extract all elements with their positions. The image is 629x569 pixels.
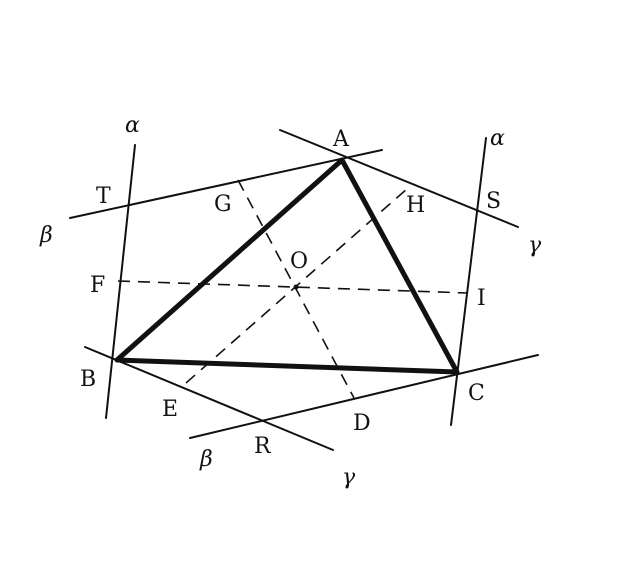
label-i: I [477,286,486,311]
dashed-line-fi [117,280,469,294]
label-d: D [353,411,371,436]
label-alpha-right: α [490,126,505,151]
line-alpha-right [450,137,487,426]
label-gamma-right: γ [528,233,542,258]
label-r: R [254,434,272,459]
label-c: C [468,381,485,406]
label-gamma-bottom: γ [342,465,356,490]
line-beta-bottom [189,354,539,439]
line-beta-top [69,149,383,219]
triangle-abc [114,157,460,375]
label-f: F [90,273,105,298]
label-a: A [332,127,350,152]
label-s: S [486,189,501,214]
label-b: B [80,367,96,392]
line-gamma-bottom [84,346,334,451]
label-beta-bottom: β [199,447,213,472]
label-t: T [96,184,111,209]
label-h: H [406,193,425,218]
label-e: E [162,397,178,422]
center-point-o [293,284,299,290]
label-beta-top: β [39,223,53,248]
line-gamma-top [279,129,519,228]
label-g: G [214,192,232,217]
label-o: O [290,249,308,274]
label-alpha-left: α [125,113,140,138]
